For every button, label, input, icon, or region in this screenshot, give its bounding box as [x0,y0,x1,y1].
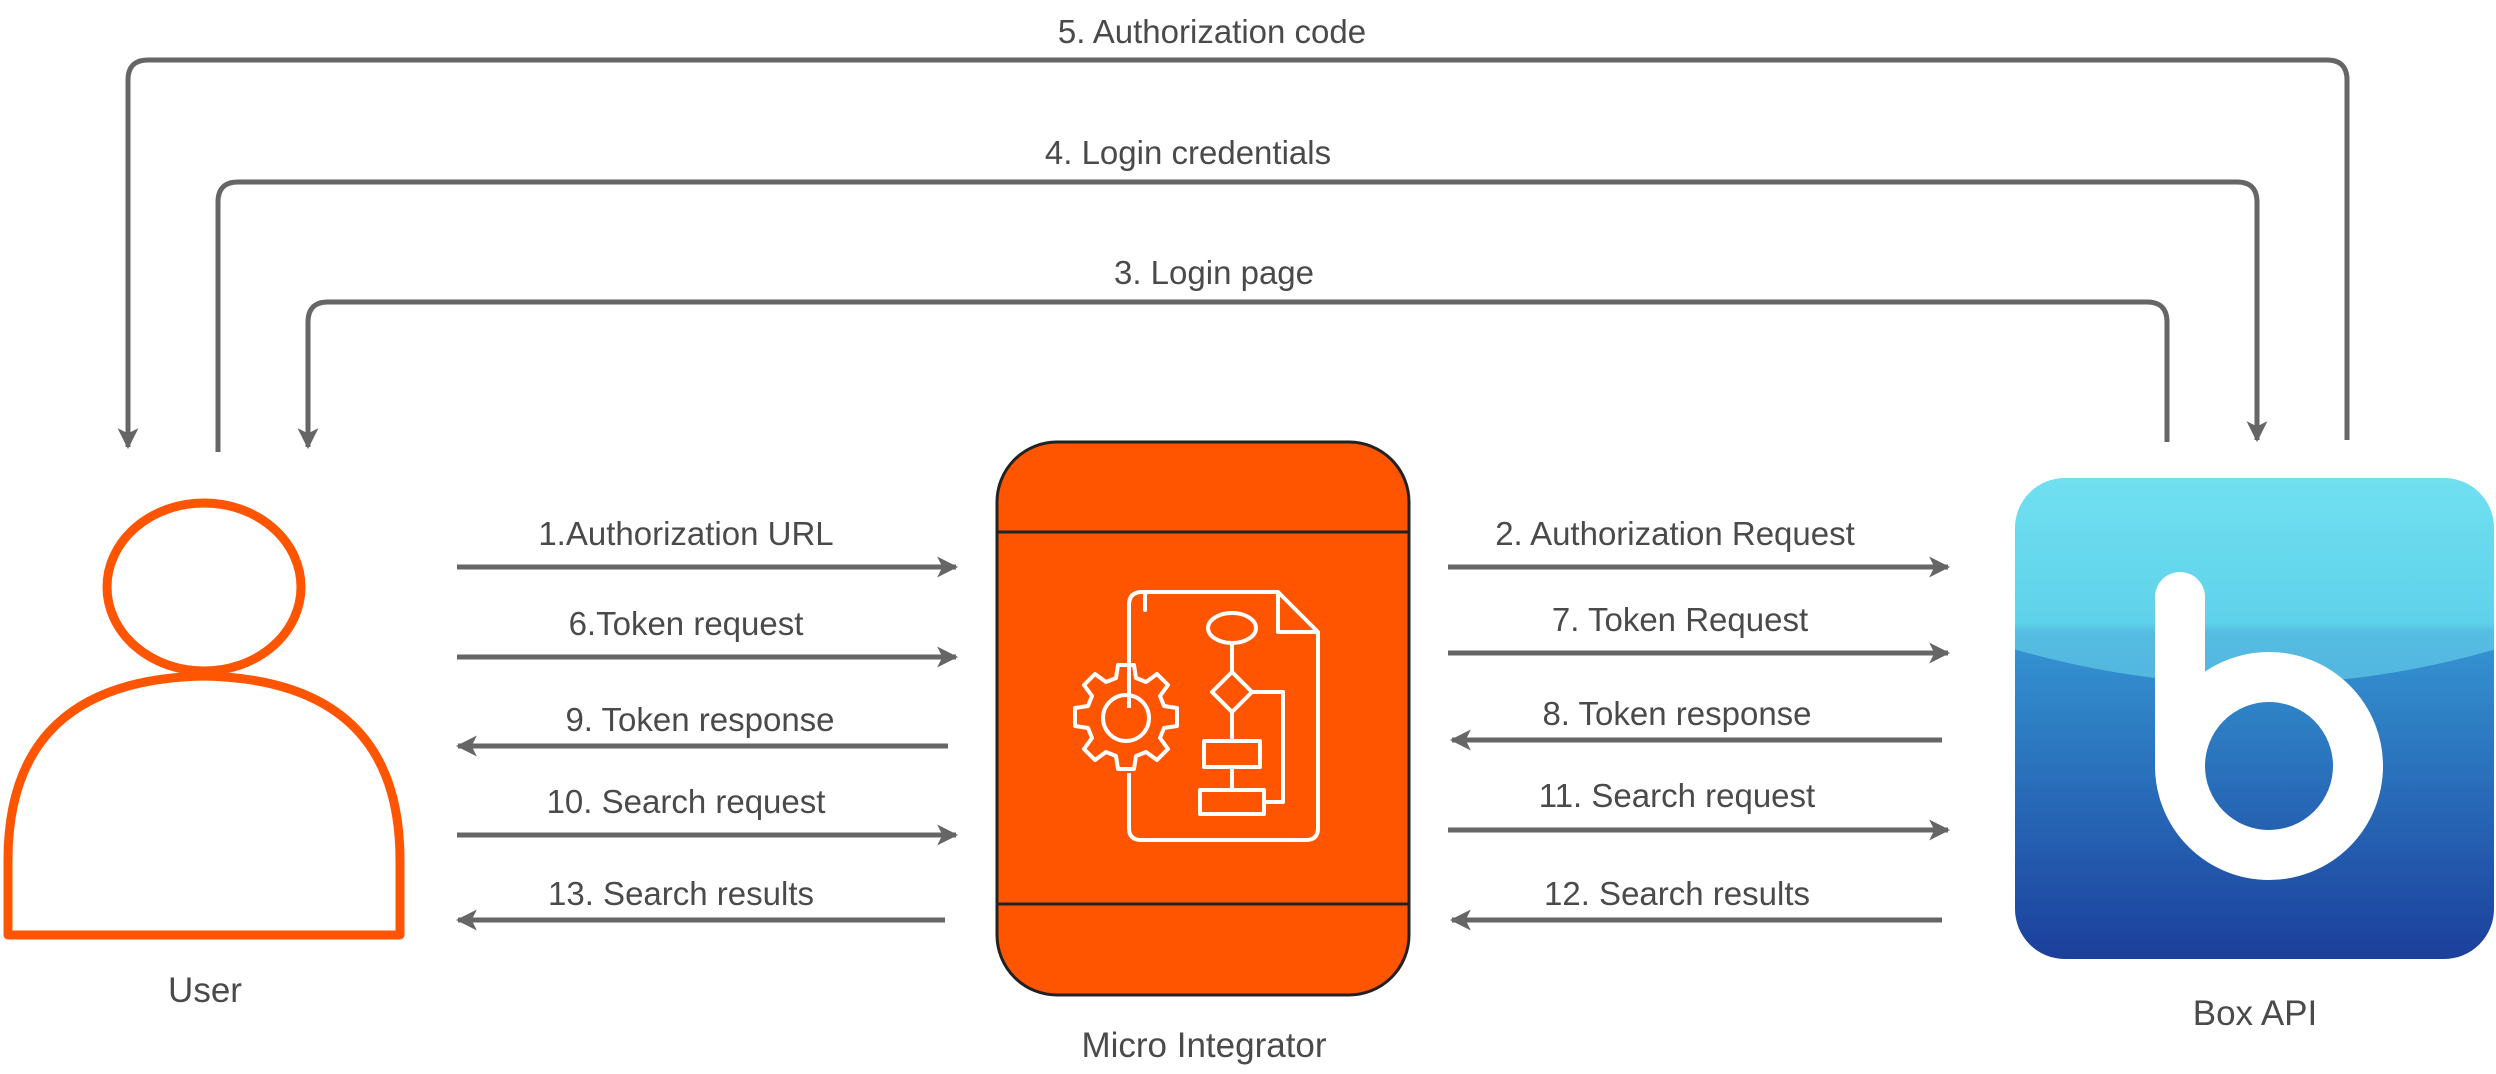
user-icon [3,498,405,940]
micro-integrator-node [995,440,1411,997]
flow-label-8: 8. Token response [1542,695,1811,732]
flow-label-12: 12. Search results [1544,875,1810,912]
flow-label-3: 3. Login page [1114,254,1314,291]
user-label: User [168,971,242,1010]
integration-flow-icon [1073,590,1320,842]
flow-label-10: 10. Search request [547,783,826,820]
flow-label-9: 9. Token response [565,701,834,738]
flow-label-1: 1.Authorization URL [538,515,833,552]
arrow-login-credentials [215,179,2268,452]
micro-integrator-label: Micro Integrator [1081,1026,1326,1065]
arrow-login-page [297,299,2170,450]
flow-label-5: 5. Authorization code [1058,13,1366,50]
flow-label-6: 6.Token request [569,605,804,642]
flow-label-4: 4. Login credentials [1045,134,1331,171]
box-b-logo-icon [2015,478,2494,959]
arrow-authorization-code [117,57,2350,450]
flow-label-11: 11. Search request [1539,777,1815,814]
box-api-label: Box API [2193,994,2318,1033]
flow-label-2: 2. Authorization Request [1495,515,1855,552]
flow-label-7: 7. Token Request [1552,601,1808,638]
flow-label-13: 13. Search results [548,875,814,912]
